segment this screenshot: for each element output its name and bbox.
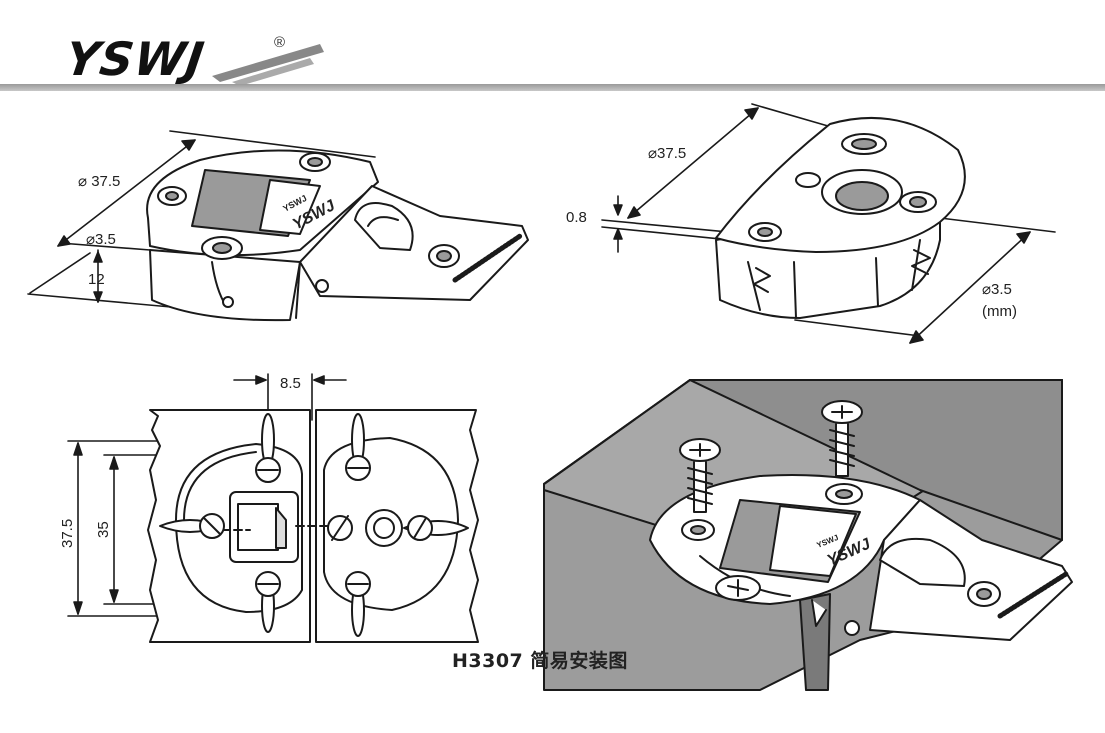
label-gap-bl: 8.5 [280,375,301,392]
label-hole-tr: ⌀3.5 [982,281,1012,298]
label-hole-tl: ⌀3.5 [86,231,116,248]
door-panels-bl [147,409,479,643]
figure-caption: H3307 简易安装图 [452,650,628,672]
label-outer-bl: 37.5 [59,519,76,548]
label-unit-tr: (mm) [982,303,1017,320]
logo-stripes [212,44,324,86]
view-bottom-left: 8.5 37.5 35 [59,373,479,643]
view-top-left: ⌀ 37.5 ⌀3.5 12 YSWJ Y [27,130,529,322]
label-diameter-tl: ⌀ 37.5 [78,173,120,190]
header-rule [0,84,1105,91]
label-height-tl: 12 [88,271,105,288]
view-bottom-right: YSWJ YSWJ [543,379,1073,691]
hinge-br [649,474,1073,641]
label-thickness-tr: 0.8 [566,209,587,226]
hinge-body-tl [146,149,529,322]
view-top-right: ⌀37.5 0.8 ⌀3.5 (mm) [566,103,1056,344]
label-inner-bl: 35 [95,521,112,538]
registered-mark: ® [274,34,286,51]
screw-right-br [821,400,863,477]
hinge-cup-tr [715,117,966,319]
dimension-diameter-tl [27,130,376,312]
brand-logo: YSWJ ® [62,30,327,86]
label-diameter-tr: ⌀37.5 [648,145,686,162]
screw-left-br [679,438,721,513]
